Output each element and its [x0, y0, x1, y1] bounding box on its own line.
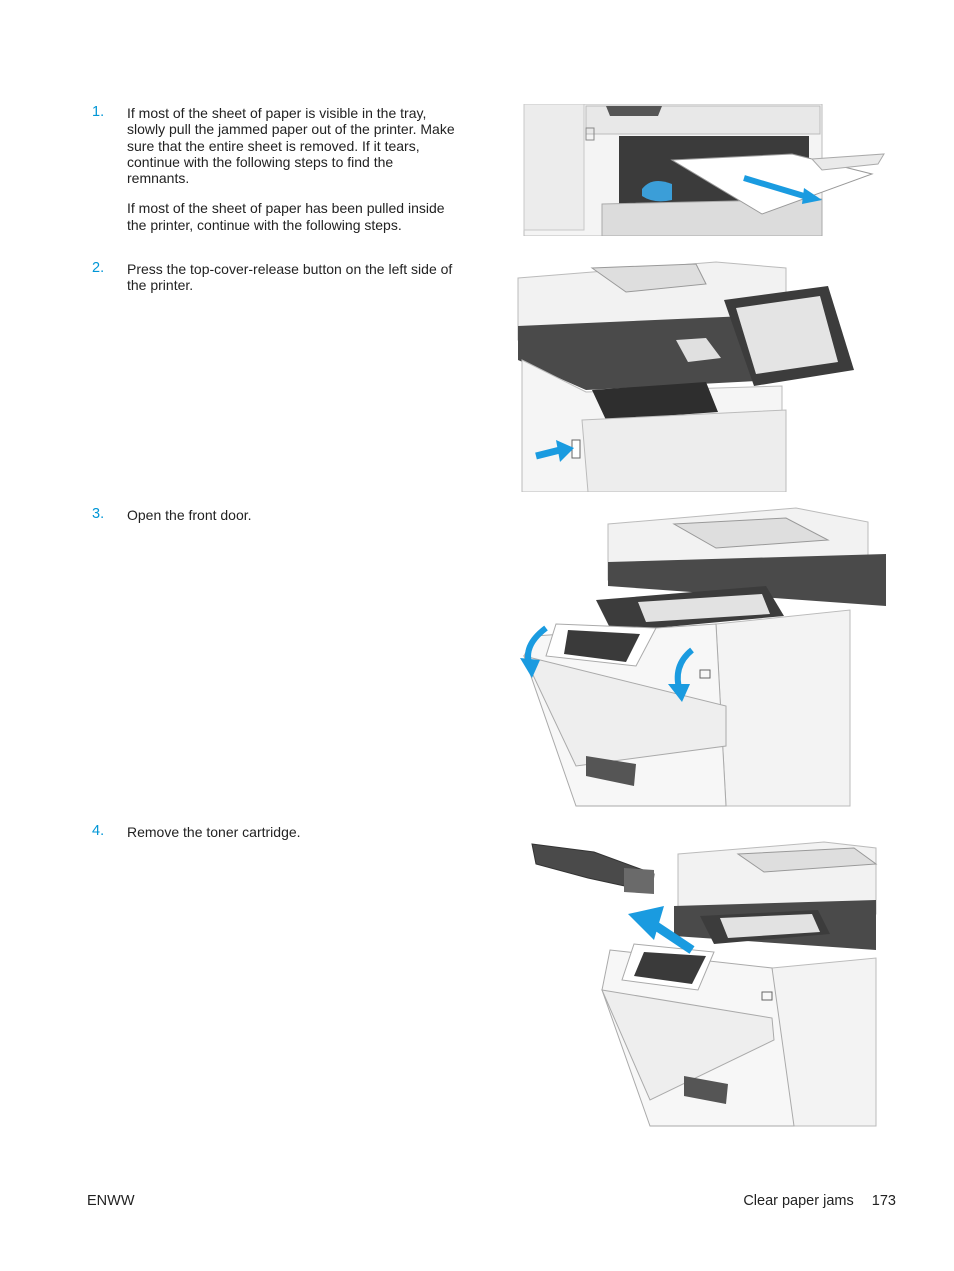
footer-page-number: 173	[871, 1193, 896, 1209]
step-3-number: 3.	[92, 506, 105, 522]
remove-toner-cartridge-illustration	[531, 841, 878, 1127]
open-front-door-illustration	[520, 507, 886, 807]
step-4-text: Remove the toner cartridge.	[127, 824, 457, 840]
footer-left-label: ENWW	[87, 1193, 135, 1209]
step-1-text: If most of the sheet of paper is visible…	[127, 105, 457, 233]
step-2-number: 2.	[92, 260, 105, 276]
step-3-text: Open the front door.	[127, 507, 457, 523]
footer-section-title: Clear paper jams	[743, 1193, 854, 1209]
footer-right: Clear paper jams 173	[743, 1193, 896, 1209]
paper-removal-illustration	[523, 104, 885, 236]
step-4-number: 4.	[92, 823, 105, 839]
step-1-paragraph-2: If most of the sheet of paper has been p…	[127, 200, 445, 233]
step-2-text: Press the top-cover-release button on th…	[127, 261, 457, 294]
step-1-paragraph-1: If most of the sheet of paper is visible…	[127, 105, 455, 187]
step-3-paragraph-1: Open the front door.	[127, 507, 252, 523]
step-1-number: 1.	[92, 104, 105, 120]
step-2-paragraph-1: Press the top-cover-release button on th…	[127, 261, 453, 294]
step-4-paragraph-1: Remove the toner cartridge.	[127, 824, 301, 840]
top-cover-release-illustration	[517, 261, 854, 492]
